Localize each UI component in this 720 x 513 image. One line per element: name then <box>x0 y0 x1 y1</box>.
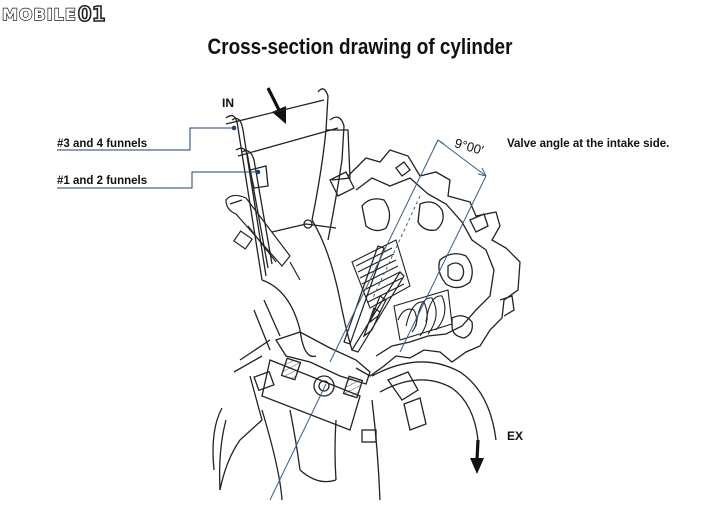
page-title: Cross-section drawing of cylinder <box>207 34 513 59</box>
valve-angle-description: Valve angle at the intake side. <box>507 138 670 150</box>
exhaust-valve-spring <box>393 289 453 341</box>
valve-stems <box>343 245 405 353</box>
site-logo: MOBILE 01 <box>1 1 106 27</box>
exhaust-label: EX <box>507 429 524 443</box>
piston-assembly <box>212 299 427 501</box>
logo-number: 01 <box>77 1 106 27</box>
funnels-12-label: #1 and 2 funnels <box>57 175 148 187</box>
callout-leaders <box>57 125 261 189</box>
logo-text: MOBILE <box>1 4 77 24</box>
intake-funnels <box>225 88 353 358</box>
intake-label: IN <box>222 96 234 110</box>
exhaust-arrow <box>470 439 484 474</box>
intake-arrow <box>266 87 286 124</box>
funnels-34-label: #3 and 4 funnels <box>57 138 148 150</box>
exhaust-port <box>371 361 497 441</box>
valve-axis-lines <box>269 139 487 501</box>
cylinder-head <box>329 149 521 377</box>
injector-component <box>225 194 301 281</box>
